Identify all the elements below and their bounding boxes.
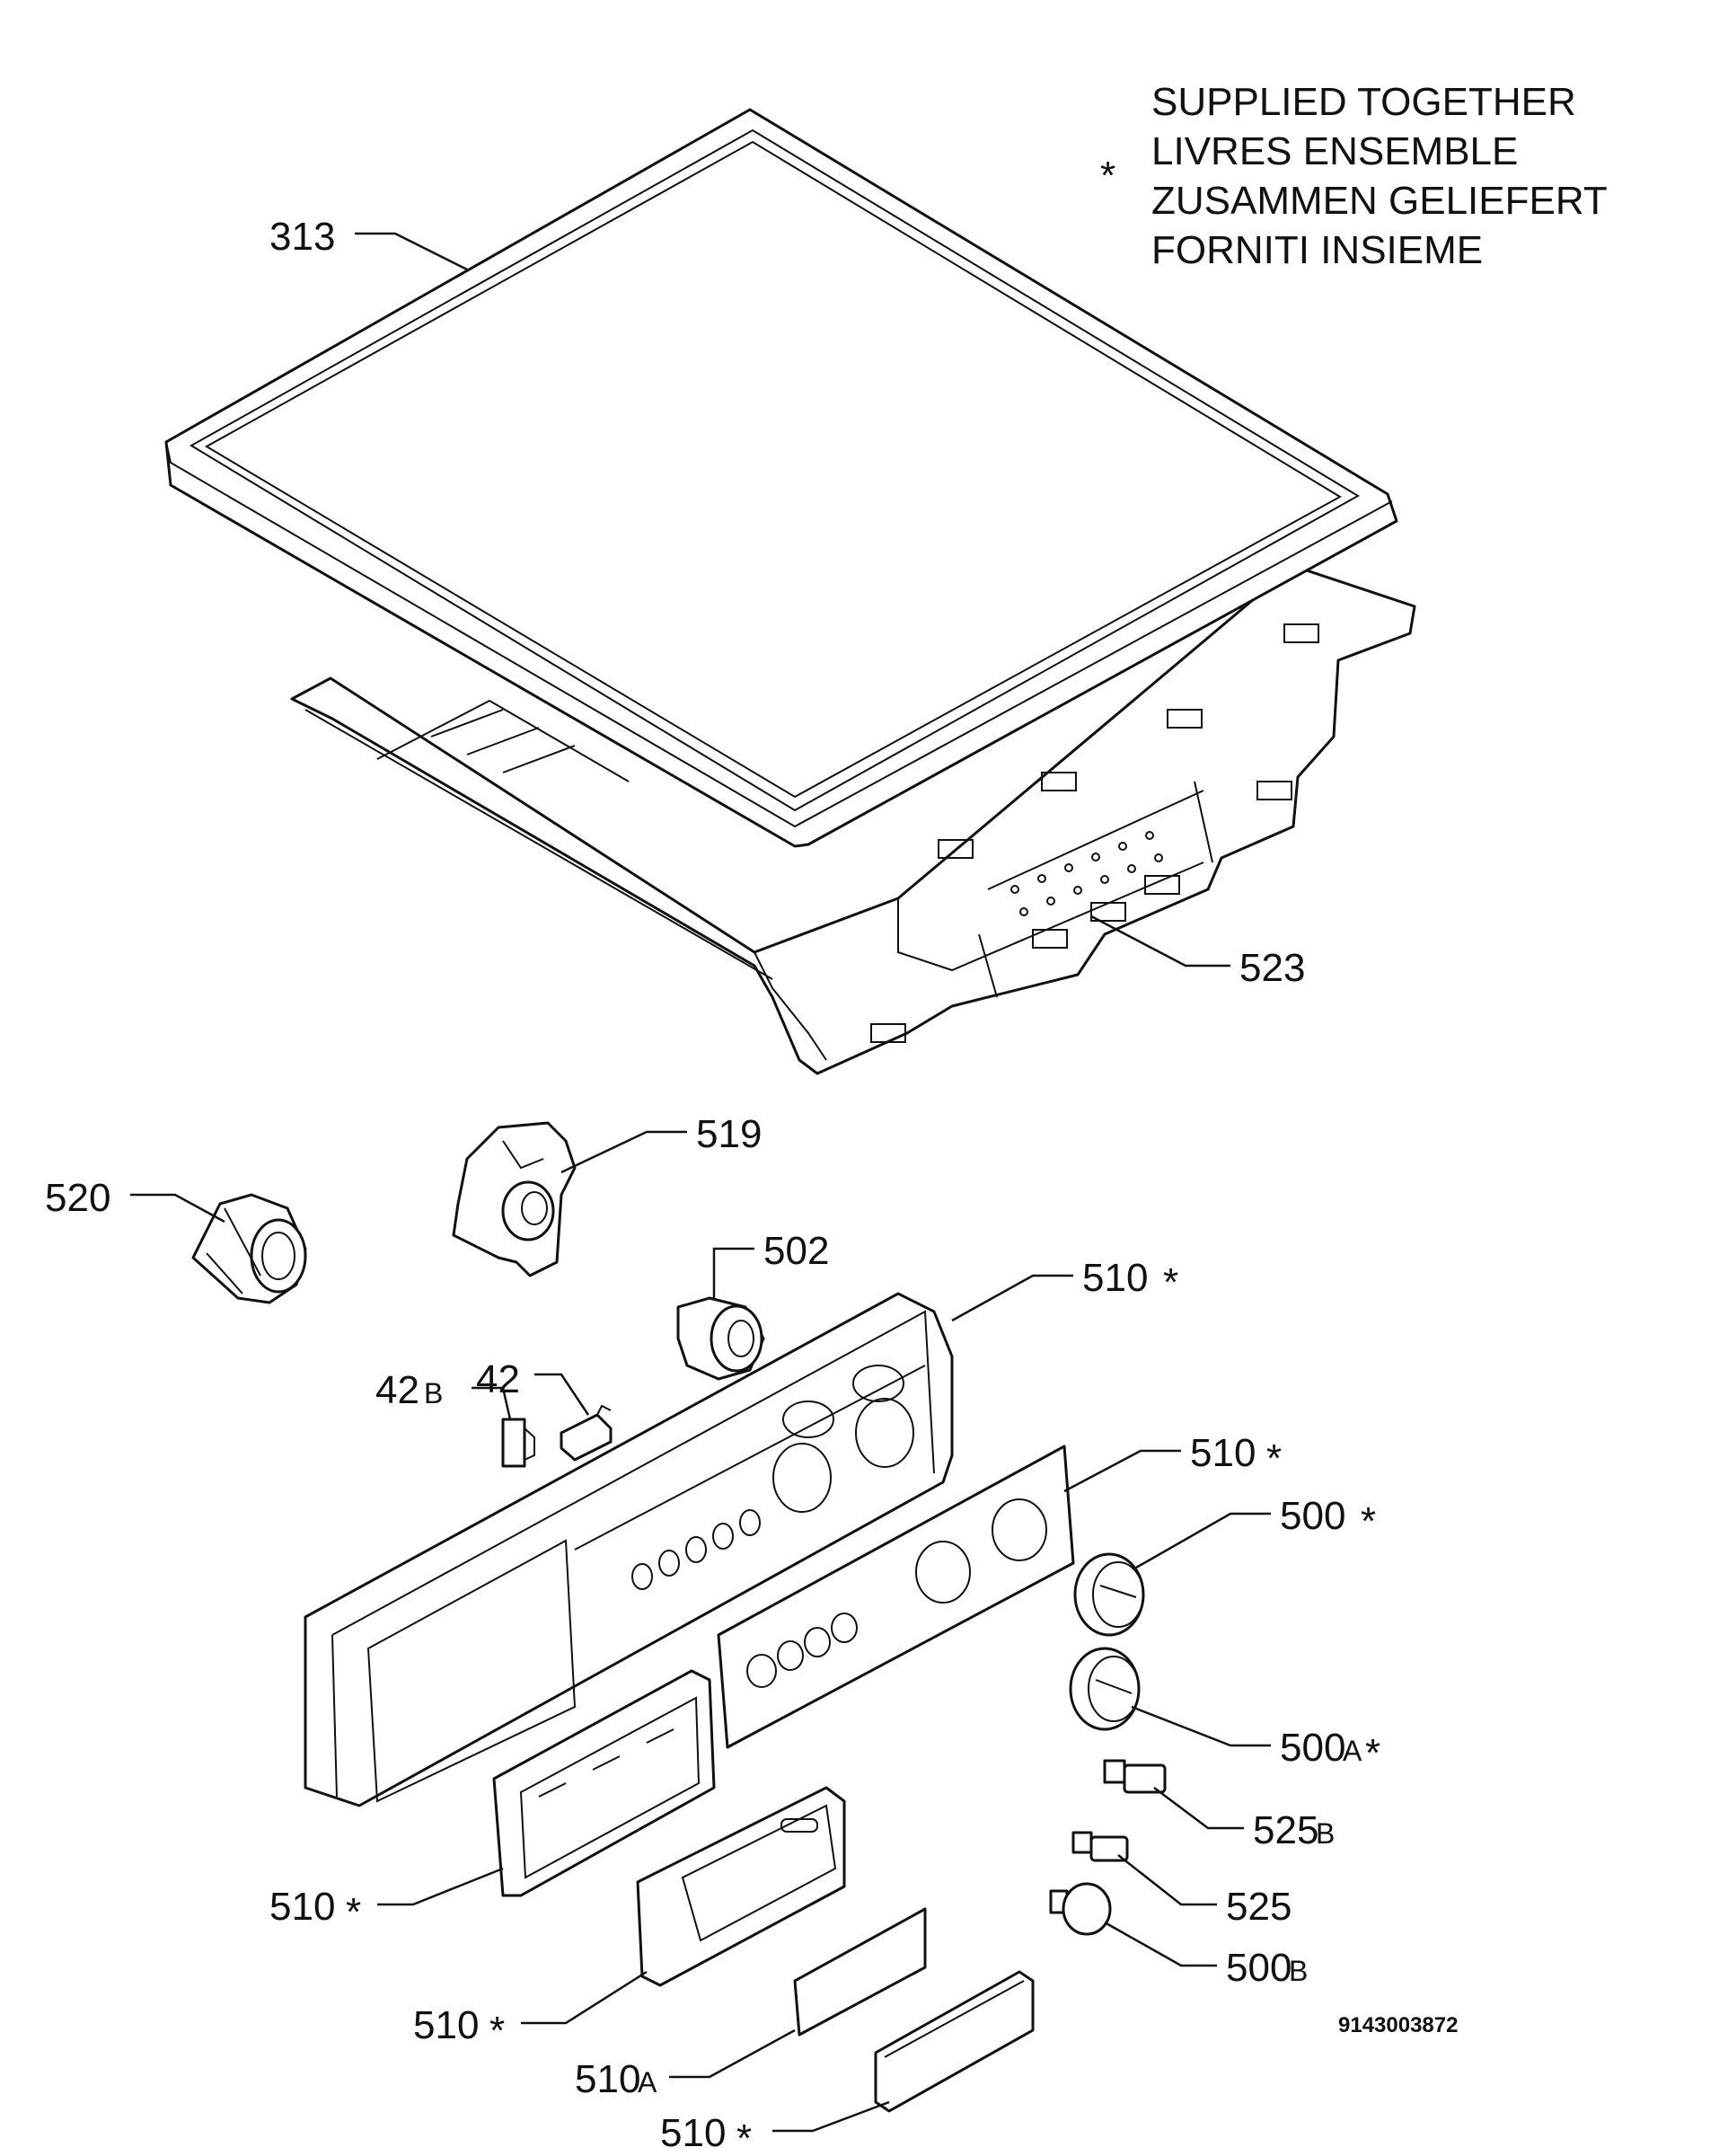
label-500-star: * <box>1361 1499 1376 1543</box>
part-510-handle <box>874 1970 1035 2113</box>
part-510-control-panel <box>304 1292 954 1807</box>
label-525b-suffix: B <box>1316 1817 1335 1850</box>
part-labels: 313 523 519 520 502 510 * 42 B 42 510 * … <box>45 215 1458 2156</box>
label-510a-suffix: A <box>638 2066 657 2099</box>
legend-line-2: LIVRES ENSEMBLE <box>1151 129 1518 173</box>
vent-holes <box>1010 831 1163 916</box>
part-500b-knob <box>1049 1882 1112 1936</box>
label-500b: 500 <box>1226 1946 1292 1990</box>
label-525b: 525 <box>1253 1808 1318 1852</box>
label-510-panel: 510 <box>1082 1256 1148 1300</box>
label-525: 525 <box>1226 1885 1292 1929</box>
label-500a: 500 <box>1280 1726 1345 1770</box>
legend-line-1: SUPPLIED TOGETHER <box>1151 80 1576 124</box>
part-525b-spindle <box>1103 1759 1167 1794</box>
label-510-plate: 510 <box>1190 1431 1256 1475</box>
part-42b-switch <box>501 1418 535 1468</box>
part-500-knob <box>1073 1552 1145 1637</box>
label-520: 520 <box>45 1176 110 1220</box>
part-510a-insert <box>793 1907 927 2037</box>
drawing-code: 9143003872 <box>1338 2013 1458 2037</box>
legend: * SUPPLIED TOGETHER LIVRES ENSEMBLE ZUSA… <box>1100 80 1608 272</box>
label-502: 502 <box>763 1229 829 1273</box>
part-510-front-plate <box>717 1445 1075 1749</box>
label-510-drawer: 510 <box>269 1885 335 1929</box>
label-510-drawer-star: * <box>346 1890 361 1934</box>
label-510-plate-star: * <box>1266 1436 1282 1480</box>
leader-lines <box>130 232 1271 2133</box>
label-523: 523 <box>1239 946 1305 990</box>
legend-marker: * <box>1100 154 1115 198</box>
legend-line-4: FORNITI INSIEME <box>1151 228 1483 272</box>
label-500: 500 <box>1280 1494 1345 1538</box>
label-42b-suffix: B <box>424 1377 443 1409</box>
label-42b: 42 <box>375 1368 419 1412</box>
part-525-spindle <box>1071 1831 1129 1862</box>
part-510-drawer-cover <box>636 1786 846 1987</box>
part-510-drawer-front <box>492 1669 716 1897</box>
label-510-cover: 510 <box>413 2003 479 2047</box>
label-519: 519 <box>696 1112 762 1156</box>
part-502-sleeve <box>676 1296 765 1381</box>
part-42-switch <box>560 1404 613 1462</box>
label-510-handle-star: * <box>736 2116 752 2156</box>
label-500b-suffix: B <box>1289 1955 1308 1987</box>
part-523-top-frame <box>290 564 1416 1075</box>
label-500a-star: * <box>1365 1731 1380 1775</box>
label-510-cover-star: * <box>489 2009 505 2053</box>
part-519-bracket <box>452 1121 577 1277</box>
label-510a: 510 <box>575 2057 640 2101</box>
legend-line-3: ZUSAMMEN GELIEFERT <box>1151 179 1608 223</box>
part-313-worktop <box>164 108 1398 848</box>
label-500a-suffix: A <box>1343 1735 1362 1767</box>
label-42: 42 <box>476 1357 520 1401</box>
label-510-panel-star: * <box>1163 1260 1178 1304</box>
part-500a-knob <box>1069 1647 1141 1731</box>
label-313: 313 <box>269 215 335 259</box>
label-510-handle: 510 <box>660 2111 726 2155</box>
part-520-holder <box>191 1193 307 1304</box>
